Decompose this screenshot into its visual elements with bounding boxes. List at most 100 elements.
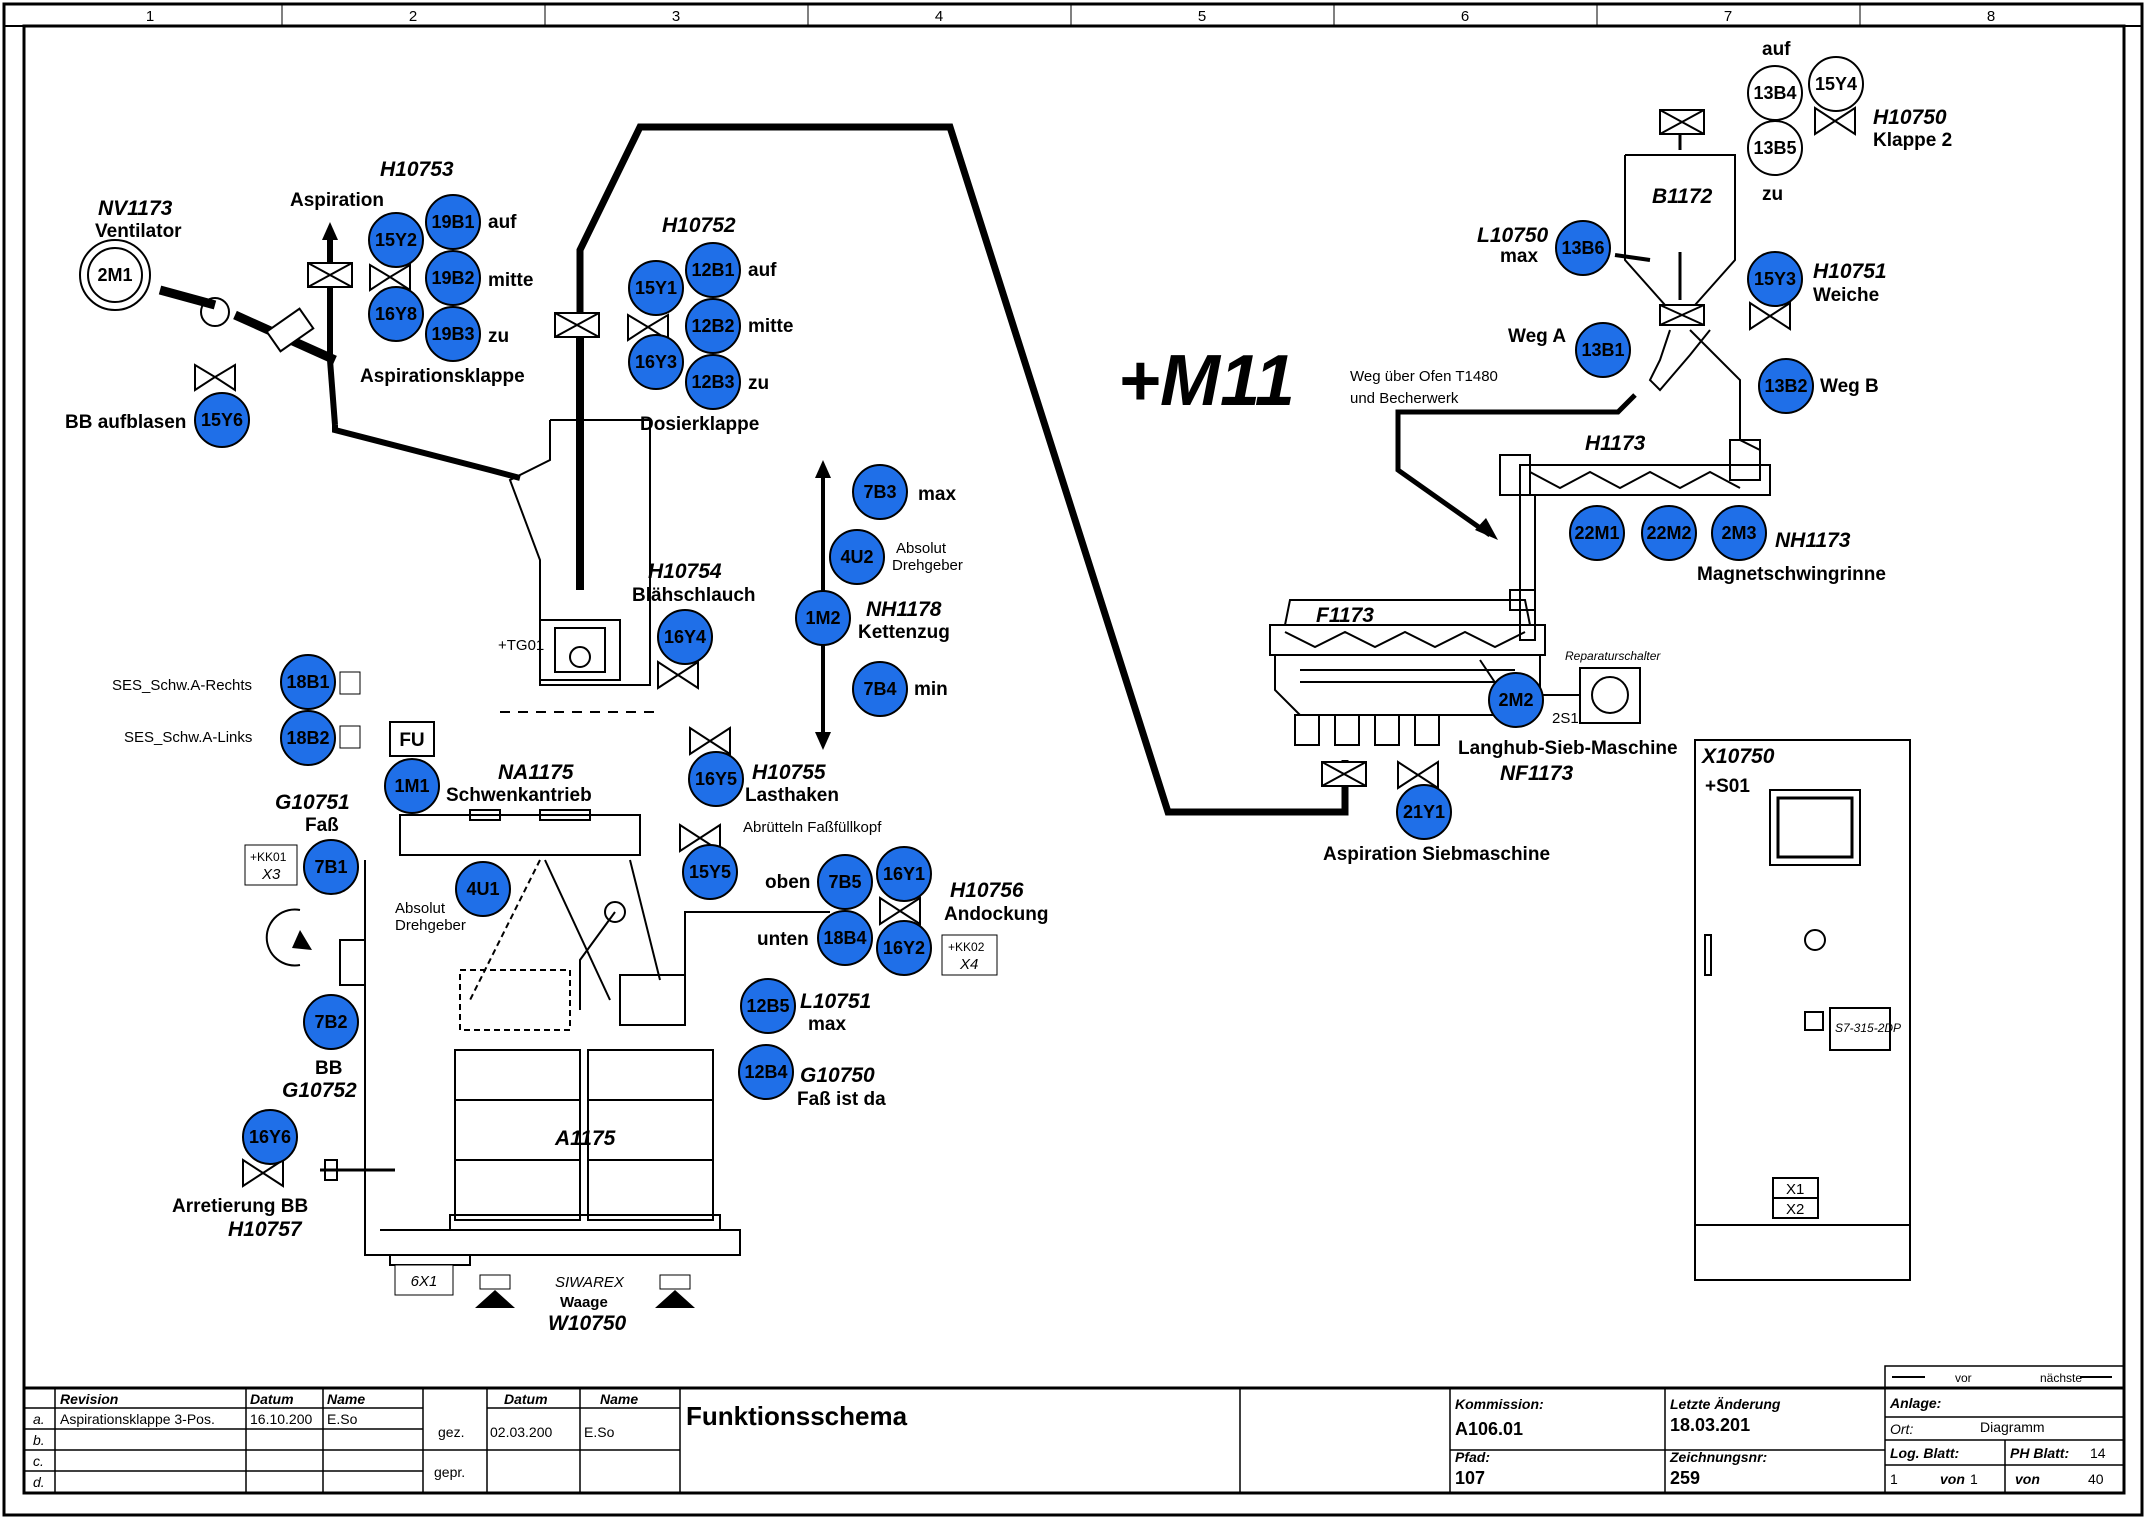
sensor-circle — [425, 194, 481, 250]
label-mitte-1: mitte — [488, 270, 533, 291]
sensor-circle — [1569, 505, 1625, 561]
label-max-2: max — [918, 484, 956, 505]
sensor-label: 16Y4 — [664, 627, 706, 647]
sensor-label: 16Y6 — [249, 1127, 291, 1147]
sensor-label: 22M2 — [1646, 523, 1691, 543]
sensor-circle — [1747, 251, 1803, 307]
sensor-label: 12B1 — [691, 260, 734, 280]
load-cell-foot — [659, 1274, 691, 1290]
up-arrow-icon — [815, 460, 831, 478]
sensor-7b4: 7B4 — [852, 661, 908, 717]
sensor-circle — [685, 298, 741, 354]
ses-sensor-box — [339, 671, 361, 695]
down-arrow-icon — [815, 732, 831, 750]
sensor-circle — [1488, 672, 1544, 728]
label-l10750: L10750 — [1477, 224, 1549, 247]
sensor-label: 1M1 — [394, 776, 429, 796]
sensor-circle — [242, 1109, 298, 1165]
sensor-19b1: 19B1 — [425, 194, 481, 250]
tb-kommission-label: Kommission: — [1455, 1396, 1544, 1412]
sensor-label: 13B4 — [1753, 83, 1796, 103]
sensor-label: 15Y2 — [375, 230, 417, 250]
sensor-7b1: 7B1 — [303, 839, 359, 895]
label-fu: FU — [399, 730, 424, 751]
sensor-label: 18B4 — [823, 928, 866, 948]
label-h10755: H10755 — [752, 761, 826, 784]
big-title: +M11 — [1118, 341, 1295, 421]
sensor-label: 1M2 — [805, 608, 840, 628]
sensor-label: 16Y3 — [635, 352, 677, 372]
tb-title: Funktionsschema — [686, 1401, 908, 1431]
tb-row-name: E.So — [327, 1411, 358, 1427]
label-a1175: A1175 — [554, 1127, 616, 1150]
sensor-label: 15Y1 — [635, 278, 677, 298]
grid-col-2: 2 — [409, 8, 417, 25]
label-h10750: H10750 — [1873, 106, 1947, 129]
tb-von-2: von — [2015, 1471, 2040, 1487]
tb-naechste[interactable]: nächste — [2040, 1371, 2082, 1385]
tb-row-revision: Aspirationsklappe 3-Pos. — [60, 1411, 215, 1427]
label-tg01: +TG01 — [498, 637, 544, 654]
sensor-circle — [1575, 322, 1631, 378]
label-h10753: H10753 — [380, 158, 454, 181]
label-min: min — [914, 679, 948, 700]
sensor-circle — [1641, 505, 1697, 561]
sensor-circle — [368, 286, 424, 342]
sensor-label: 7B5 — [828, 872, 861, 892]
tb-letzte: 18.03.201 — [1670, 1415, 1750, 1435]
sensor-12b4: 12B4 — [738, 1044, 794, 1100]
aspiration-arrow-icon — [322, 222, 338, 240]
label-l10751: L10751 — [800, 990, 871, 1013]
kk02-box — [941, 934, 998, 976]
label-auf-3: auf — [1762, 39, 1791, 60]
label-max-1: max — [808, 1014, 846, 1035]
label-auf-2: auf — [748, 260, 777, 281]
label-andockung: Andockung — [944, 904, 1049, 925]
label-b1172: B1172 — [1652, 185, 1713, 208]
sensor-circle — [852, 464, 908, 520]
label-blaehschlauch: Blähschlauch — [632, 585, 756, 606]
sensor-circle — [384, 758, 440, 814]
label-schwenkantrieb: Schwenkantrieb — [446, 785, 592, 806]
sensor-circle — [87, 247, 143, 303]
tb-row-datum: 16.10.200 — [250, 1411, 312, 1427]
sensor-circle — [876, 846, 932, 902]
label-siwarex: SIWAREX — [555, 1274, 625, 1291]
label-ses-links: SES_Schw.A-Links — [124, 729, 252, 746]
tb-vor[interactable]: vor — [1955, 1371, 1972, 1385]
label-h10757: H10757 — [228, 1218, 303, 1241]
sensor-label: 12B4 — [744, 1062, 787, 1082]
sensor-label: 16Y2 — [883, 938, 925, 958]
sensor-label: 2M3 — [1721, 523, 1756, 543]
label-h1173: H1173 — [1585, 432, 1646, 455]
tb-gez-datum-header: Datum — [504, 1391, 548, 1407]
sensor-circle — [194, 392, 250, 448]
label-magnetschwingrinne: Magnetschwingrinne — [1697, 564, 1886, 585]
sensor-circle — [829, 529, 885, 585]
label-g10751: G10751 — [275, 791, 350, 814]
x6x1-box — [394, 1264, 454, 1296]
label-bb: BB — [315, 1058, 342, 1079]
label-h10756: H10756 — [950, 879, 1024, 902]
sensor-16y4: 16Y4 — [657, 609, 713, 665]
label-zu-3: zu — [1762, 184, 1783, 205]
tb-ph-blatt-label: PH Blatt: — [2010, 1445, 2069, 1461]
title-block-text: Revision Datum Name Datum Name a. Aspira… — [33, 1371, 2112, 1490]
label-kk02: +KK02 — [948, 940, 985, 954]
sensor-label: 7B2 — [314, 1012, 347, 1032]
tb-log-von-a: 1 — [1890, 1471, 1898, 1487]
label-drehgeber-1: Drehgeber — [395, 917, 466, 934]
sensor-label: 13B6 — [1561, 238, 1604, 258]
label-weg-ueber-2: und Becherwerk — [1350, 390, 1459, 407]
label-auf-1: auf — [488, 212, 517, 233]
tb-gez-datum: 02.03.200 — [490, 1424, 552, 1440]
grid-ruler: 1 2 3 4 5 6 7 8 — [4, 4, 2142, 27]
sensor-circle — [1747, 120, 1803, 176]
label-weg-b: Weg B — [1820, 376, 1879, 397]
rotation-icon — [265, 908, 301, 967]
sensor-circle — [688, 751, 744, 807]
sensor-2m1: 2M1 — [87, 247, 143, 303]
label-mitte-2: mitte — [748, 316, 793, 337]
sensor-4u2: 4U2 — [829, 529, 885, 585]
label-x4: X4 — [959, 956, 978, 973]
